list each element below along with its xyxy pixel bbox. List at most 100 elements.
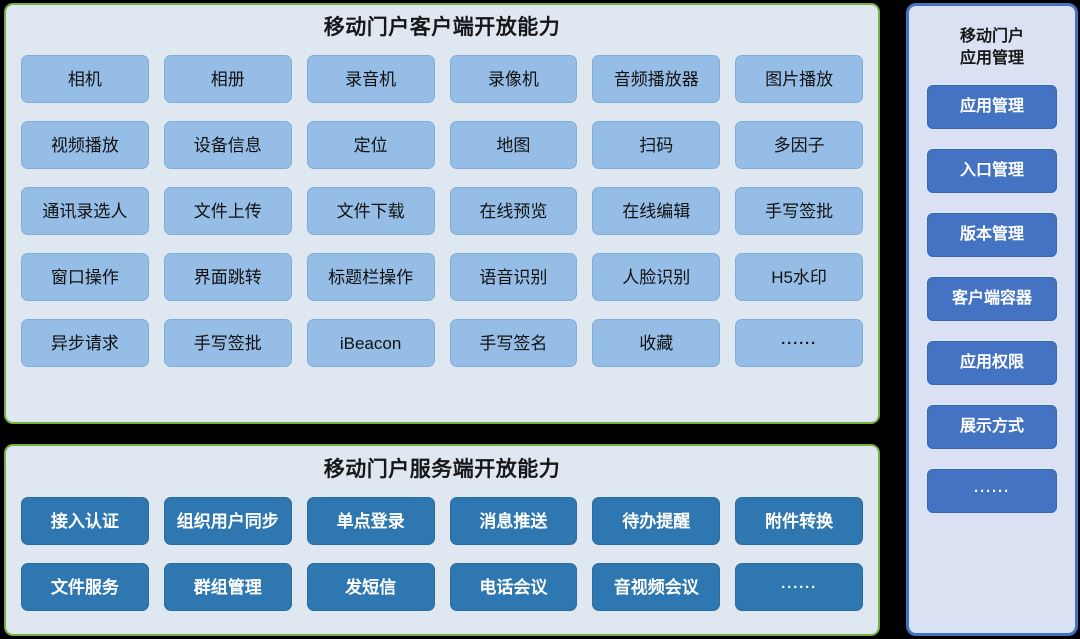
client-capability-label: 手写签批 [193, 333, 262, 353]
client-capability-label: 定位 [353, 135, 388, 155]
server-capability-cell[interactable]: 音视频会议 [592, 563, 721, 612]
client-capability-label: H5水印 [771, 267, 827, 287]
client-capability-cell[interactable]: 异步请求 [21, 319, 149, 368]
client-capability-cell[interactable]: 在线编辑 [592, 187, 721, 236]
ellipsis-icon: ······ [781, 334, 818, 352]
server-capability-cell[interactable]: ······ [735, 563, 863, 612]
client-capability-label: 手写签批 [765, 201, 834, 221]
client-capability-cell[interactable]: 多因子 [735, 121, 863, 170]
client-capability-label: 人脸识别 [622, 267, 691, 287]
sidebar-title-line-2: 应用管理 [959, 49, 1024, 67]
client-capability-cell[interactable]: 录音机 [306, 55, 435, 104]
client-capability-cell[interactable]: 标题栏操作 [306, 253, 435, 302]
client-capability-label: 异步请求 [50, 333, 119, 353]
client-capability-cell[interactable]: 手写签批 [735, 187, 863, 236]
client-capability-label: 收藏 [639, 333, 674, 353]
server-capability-cell[interactable]: 接入认证 [21, 497, 149, 546]
client-capability-cell[interactable]: 收藏 [592, 319, 721, 368]
sidebar-item-2[interactable]: 入口管理 [927, 149, 1057, 194]
server-capability-cell[interactable]: 附件转换 [735, 497, 863, 546]
client-capability-cell[interactable]: 相册 [163, 55, 292, 104]
client-capability-label: 标题栏操作 [328, 267, 414, 287]
server-capability-label: 发短信 [345, 577, 397, 597]
server-capability-grid: 接入认证 组织用户同步 单点登录 消息推送 待办提醒 附件转换文件服务 群组管理 发短信 电话会… [6, 497, 878, 612]
server-capability-cell[interactable]: 文件服务 [21, 563, 149, 612]
client-capability-cell[interactable]: 手写签名 [449, 319, 578, 368]
client-capability-label: 录像机 [487, 69, 539, 89]
client-capability-label: 多因子 [773, 135, 825, 155]
server-capability-label: 文件服务 [50, 577, 119, 597]
server-capability-cell[interactable]: 待办提醒 [592, 497, 721, 546]
client-capability-cell[interactable]: 相机 [21, 55, 149, 104]
sidebar-item-label: 版本管理 [959, 226, 1024, 244]
client-capability-label: 视频播放 [50, 135, 119, 155]
server-capability-cell[interactable]: 发短信 [306, 563, 435, 612]
client-capability-label: 设备信息 [193, 135, 262, 155]
client-capability-cell[interactable]: 人脸识别 [592, 253, 721, 302]
ellipsis-icon: ······ [781, 578, 818, 596]
server-capability-label: 接入认证 [50, 511, 119, 531]
client-capability-label: 音频播放器 [613, 69, 699, 89]
sidebar-item-6[interactable]: 展示方式 [927, 405, 1057, 450]
server-capability-panel: 移动门户服务端开放能力 接入认证 组织用户同步 单点登录 消息推送 待办提醒 附件转换文件… [4, 444, 880, 636]
client-capability-label: 图片播放 [765, 69, 834, 89]
server-capability-cell[interactable]: 单点登录 [306, 497, 435, 546]
sidebar-item-4[interactable]: 客户端容器 [927, 277, 1057, 322]
client-capability-cell[interactable]: 在线预览 [449, 187, 578, 236]
client-capability-label: 相册 [210, 69, 245, 89]
client-capability-cell[interactable]: ······ [735, 319, 863, 368]
client-capability-cell[interactable]: 语音识别 [449, 253, 578, 302]
client-capability-label: 文件上传 [193, 201, 262, 221]
server-capability-label: 群组管理 [193, 577, 262, 597]
client-capability-label: 在线预览 [479, 201, 548, 221]
client-capability-label: 语音识别 [479, 267, 548, 287]
server-capability-cell[interactable]: 群组管理 [163, 563, 292, 612]
client-capability-cell[interactable]: 图片播放 [735, 55, 863, 104]
client-capability-cell[interactable]: H5水印 [735, 253, 863, 302]
client-capability-label: iBeacon [339, 333, 402, 353]
sidebar-item-list: 应用管理入口管理版本管理客户端容器应用权限展示方式 ······ [909, 85, 1075, 514]
client-capability-label: 界面跳转 [193, 267, 262, 287]
client-capability-cell[interactable]: 界面跳转 [163, 253, 292, 302]
server-capability-label: 消息推送 [479, 511, 548, 531]
client-capability-label: 地图 [496, 135, 531, 155]
client-capability-cell[interactable]: 录像机 [449, 55, 578, 104]
client-capability-cell[interactable]: 定位 [306, 121, 435, 170]
client-capability-label: 在线编辑 [622, 201, 691, 221]
app-management-sidebar: 移动门户 应用管理 应用管理入口管理版本管理客户端容器应用权限展示方式·····… [906, 3, 1078, 636]
server-capability-label: 附件转换 [765, 511, 834, 531]
server-capability-cell[interactable]: 组织用户同步 [163, 497, 292, 546]
client-capability-cell[interactable]: 视频播放 [21, 121, 149, 170]
server-capability-label: 待办提醒 [622, 511, 691, 531]
client-capability-panel: 移动门户客户端开放能力 相机相册录音机录像机音频播放器图片播放视频播放设备信息定… [4, 3, 880, 424]
sidebar-item-3[interactable]: 版本管理 [927, 213, 1057, 258]
client-capability-cell[interactable]: iBeacon [306, 319, 435, 368]
client-capability-cell[interactable]: 文件上传 [163, 187, 292, 236]
client-capability-cell[interactable]: 音频播放器 [592, 55, 721, 104]
server-capability-cell[interactable]: 电话会议 [449, 563, 578, 612]
client-capability-cell[interactable]: 窗口操作 [21, 253, 149, 302]
sidebar-item-7[interactable]: ······ [927, 469, 1057, 514]
server-capability-cell[interactable]: 消息推送 [449, 497, 578, 546]
sidebar-item-label: 应用权限 [959, 354, 1024, 372]
client-capability-cell[interactable]: 手写签批 [163, 319, 292, 368]
client-capability-cell[interactable]: 扫码 [592, 121, 721, 170]
client-capability-label: 通讯录选人 [42, 201, 128, 221]
sidebar-item-5[interactable]: 应用权限 [927, 341, 1057, 386]
client-capability-label: 手写签名 [479, 333, 548, 353]
server-panel-title: 移动门户服务端开放能力 [323, 458, 561, 481]
client-capability-cell[interactable]: 文件下载 [306, 187, 435, 236]
sidebar-item-1[interactable]: 应用管理 [927, 85, 1057, 130]
sidebar-item-label: 展示方式 [959, 418, 1024, 436]
server-capability-label: 电话会议 [479, 577, 548, 597]
client-capability-label: 文件下载 [336, 201, 405, 221]
server-capability-label: 单点登录 [336, 511, 405, 531]
client-capability-cell[interactable]: 通讯录选人 [21, 187, 149, 236]
server-capability-label: 音视频会议 [613, 577, 699, 597]
ellipsis-icon: ······ [974, 482, 1010, 500]
client-capability-cell[interactable]: 设备信息 [163, 121, 292, 170]
server-capability-label: 组织用户同步 [176, 511, 279, 531]
client-capability-cell[interactable]: 地图 [449, 121, 578, 170]
sidebar-item-label: 入口管理 [959, 162, 1024, 180]
